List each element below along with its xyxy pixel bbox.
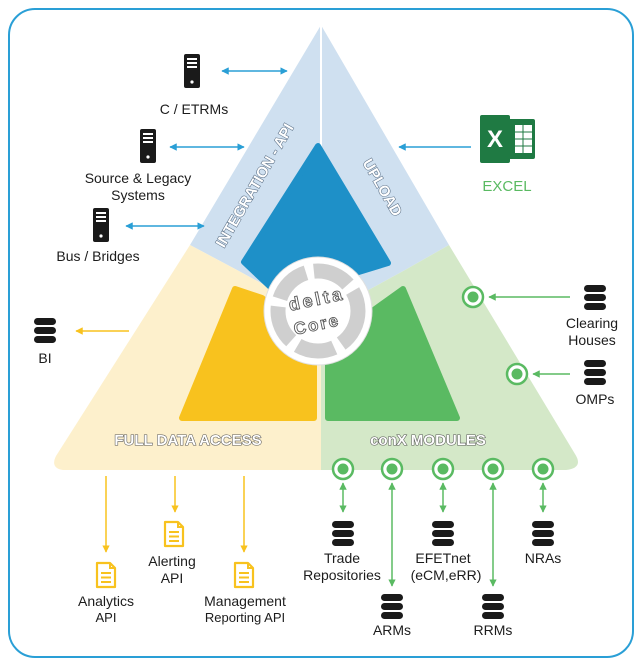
rrms-label: RRMs — [474, 622, 513, 638]
excel-label: EXCEL — [482, 178, 531, 195]
excel-badge: X — [487, 126, 503, 153]
legacy-server-icon — [140, 129, 156, 163]
trade-label-line2: Repositories — [303, 567, 381, 583]
excel-icon: X — [480, 115, 535, 163]
clearing-label-line1: Clearing — [566, 315, 618, 331]
rrms-database-icon — [482, 594, 504, 619]
trade-node-icon — [331, 457, 355, 481]
management-label-line2: Reporting API — [205, 610, 285, 625]
analytics-label-line2: API — [96, 610, 117, 625]
conx-modules-label: conX MODULES — [370, 432, 486, 449]
arms-database-icon — [381, 594, 403, 619]
efet-database-icon — [432, 521, 454, 546]
efet-node-icon — [431, 457, 455, 481]
efet-label-line2: (eCM,eRR) — [411, 567, 482, 583]
analytics-label-line1: Analytics — [78, 593, 134, 609]
rrms-node-icon — [481, 457, 505, 481]
arms-node-icon — [380, 457, 404, 481]
clearing-label-line2: Houses — [568, 332, 615, 348]
arms-label: ARMs — [373, 622, 411, 638]
bi-label: BI — [38, 350, 51, 366]
management-label-line1: Management — [204, 593, 286, 609]
clearing-database-icon — [584, 285, 606, 310]
alerting-label-line2: API — [161, 570, 184, 586]
legacy-label-line1: Source & Legacy — [85, 170, 192, 186]
etrm-label: C / ETRMs — [160, 101, 228, 117]
omps-node-icon — [505, 362, 529, 386]
alerting-label-line1: Alerting — [148, 553, 195, 569]
nras-label: NRAs — [525, 550, 562, 566]
nras-database-icon — [532, 521, 554, 546]
bi-database-icon — [34, 318, 56, 343]
efet-label-line1: EFETnet — [415, 550, 470, 566]
bus-label: Bus / Bridges — [56, 248, 139, 264]
trade-database-icon — [332, 521, 354, 546]
etrm-server-icon — [184, 54, 200, 88]
delta-core-logo: delta Core — [263, 256, 373, 366]
omps-database-icon — [584, 360, 606, 385]
bus-server-icon — [93, 208, 109, 242]
clearing-node-icon — [461, 285, 485, 309]
trade-label-line1: Trade — [324, 550, 360, 566]
nras-node-icon — [531, 457, 555, 481]
omps-label: OMPs — [576, 391, 615, 407]
full-data-access-label: FULL DATA ACCESS — [114, 432, 261, 449]
legacy-label-line2: Systems — [111, 187, 165, 203]
